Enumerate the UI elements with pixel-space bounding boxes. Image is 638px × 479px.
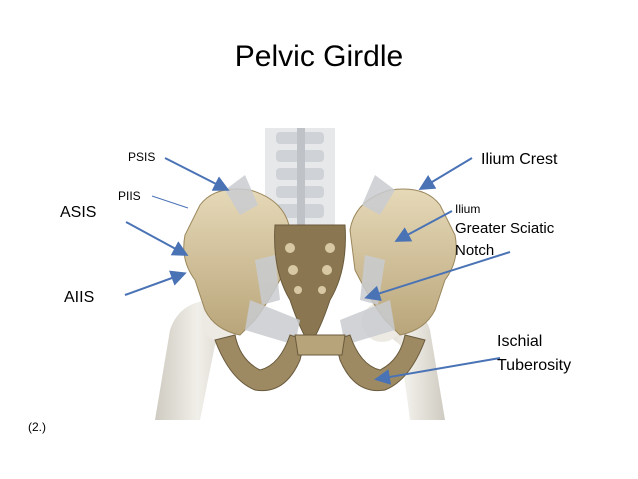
ischial-tuberosity-line2: Tuberosity — [497, 357, 572, 374]
ilium-crest-arrow — [418, 157, 473, 191]
citation: (2.) — [28, 420, 46, 434]
ischial-tuberosity-line1: Ischial — [497, 333, 543, 350]
label-asis: ASIS — [60, 204, 97, 221]
label-ilium: Ilium — [455, 202, 481, 216]
label-greater-sciatic-notch: Greater Sciatic Notch — [455, 218, 554, 262]
aiis-arrow — [124, 270, 187, 296]
pubic-symphysis — [294, 334, 346, 356]
label-piis: PIIS — [118, 189, 141, 203]
label-ischial-tuberosity: Ischial Tuberosity — [497, 330, 571, 378]
ligaments — [225, 175, 395, 345]
ischial-tuberosity-arrow — [374, 357, 501, 385]
label-ilium-crest: Ilium Crest — [481, 151, 558, 168]
left-ischium — [214, 334, 306, 392]
greater-sciatic-notch-line2: Notch — [455, 242, 495, 259]
piis-pointer — [151, 195, 189, 209]
greater-sciatic-notch-arrow — [364, 251, 511, 302]
psis-arrow — [164, 157, 230, 191]
asis-arrow — [125, 221, 189, 256]
greater-sciatic-notch-line1: Greater Sciatic — [455, 220, 555, 237]
label-psis: PSIS — [128, 150, 156, 164]
ilium-arrow — [394, 210, 453, 242]
slide-title: Pelvic Girdle — [234, 40, 404, 73]
label-arrows — [124, 157, 511, 385]
label-aiis: AIIS — [64, 289, 95, 306]
